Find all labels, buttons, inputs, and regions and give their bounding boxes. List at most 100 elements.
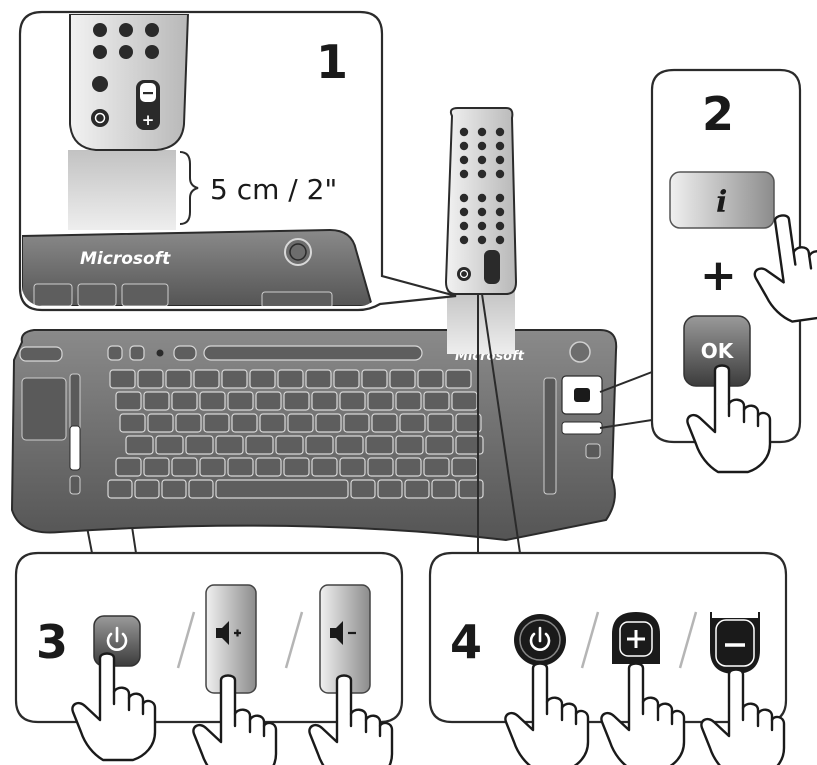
step-4-number: 4 <box>450 615 482 669</box>
keyboard-key <box>171 391 198 411</box>
keyboard-key <box>335 435 364 455</box>
keyboard-key <box>137 369 164 389</box>
remote-button-dot <box>495 193 505 203</box>
remote-button-dot <box>495 169 505 179</box>
step-1-panel: Microsoft + 5 cm / 2" 1 <box>18 10 457 312</box>
keyboard-key <box>125 435 154 455</box>
keyboard-key <box>395 457 422 477</box>
step-3-panel: 3 <box>14 551 404 765</box>
remote-button-dot <box>459 235 469 245</box>
step-1-keyboard-brand: Microsoft <box>80 249 171 269</box>
keyboard-key <box>259 413 286 433</box>
keyboard-key <box>404 479 430 499</box>
keyboard-key <box>231 413 258 433</box>
keyboard-key <box>395 391 422 411</box>
step-3-number: 3 <box>36 615 68 669</box>
remote-button-dot <box>495 127 505 137</box>
keyboard-key <box>255 391 282 411</box>
keyboard-key <box>221 369 248 389</box>
step-1-number: 1 <box>316 35 348 89</box>
keyboard-key <box>399 413 426 433</box>
keyboard-key <box>425 435 454 455</box>
keyboard-key <box>215 479 349 499</box>
keyboard-key <box>185 435 214 455</box>
keyboard-key <box>171 457 198 477</box>
keyboard-key <box>155 435 184 455</box>
remote-button-dot <box>459 141 469 151</box>
power-icon <box>529 626 551 651</box>
keyboard-key <box>361 369 388 389</box>
keyboard-key <box>245 435 274 455</box>
info-key-label: i <box>716 185 727 220</box>
step-2-number: 2 <box>702 87 734 141</box>
keyboard-key <box>161 479 187 499</box>
volume-down-icon <box>330 621 356 645</box>
keyboard-key <box>143 457 170 477</box>
keyboard-key <box>427 413 454 433</box>
keyboard-key <box>277 369 304 389</box>
keyboard-key <box>455 435 484 455</box>
power-icon <box>106 626 128 651</box>
keyboard-key <box>188 479 214 499</box>
remote-button-dot <box>477 193 487 203</box>
remote-button-dot <box>495 235 505 245</box>
keyboard-key <box>203 413 230 433</box>
keyboard-key <box>305 369 332 389</box>
remote-button-dot <box>477 235 487 245</box>
keyboard-key <box>395 435 424 455</box>
keyboard-key <box>339 391 366 411</box>
remote-button-dot <box>477 127 487 137</box>
ok-key-label: OK <box>701 339 735 363</box>
keyboard-key <box>227 457 254 477</box>
remote-button-dot <box>495 207 505 217</box>
keyboard-key <box>367 391 394 411</box>
step-4-panel: 4 <box>428 551 788 765</box>
remote-button-dot <box>477 141 487 151</box>
keyboard-key <box>215 435 244 455</box>
keyboard-key <box>249 369 276 389</box>
keyboard-key <box>199 457 226 477</box>
remote-button-dot <box>459 169 469 179</box>
keyboard-key <box>423 457 450 477</box>
remote-button-dot <box>495 141 505 151</box>
keyboard-key <box>339 457 366 477</box>
keyboard-key <box>275 435 304 455</box>
keyboard-key <box>377 479 403 499</box>
keyboard-key <box>455 413 482 433</box>
remote-minus-button <box>710 612 760 674</box>
keyboard-key <box>115 457 142 477</box>
keyboard-key <box>283 457 310 477</box>
keyboard-key <box>343 413 370 433</box>
remote-button-dot <box>477 221 487 231</box>
keyboard-key <box>255 457 282 477</box>
remote-ir-beam <box>447 288 515 354</box>
keyboard-key <box>227 391 254 411</box>
step-1-distance-label: 5 cm / 2" <box>210 173 337 206</box>
keyboard-key <box>423 391 450 411</box>
step-2-plus: + <box>700 250 737 301</box>
keyboard-body <box>10 329 618 542</box>
remote-button-dot <box>459 207 469 217</box>
keyboard-key <box>333 369 360 389</box>
plus-icon <box>627 630 645 648</box>
keyboard-key <box>417 369 444 389</box>
keyboard-key <box>445 369 472 389</box>
keyboard-key <box>165 369 192 389</box>
remote-button-dot <box>459 155 469 165</box>
keyboard-key <box>305 435 334 455</box>
keyboard-key <box>134 479 160 499</box>
keyboard-key <box>315 413 342 433</box>
keyboard-key <box>365 435 394 455</box>
keyboard-key <box>367 457 394 477</box>
keyboard-key <box>175 413 202 433</box>
remote-button-dot <box>495 221 505 231</box>
keyboard-key <box>451 457 478 477</box>
keyboard-key <box>115 391 142 411</box>
keyboard-key <box>283 391 310 411</box>
remote-button-dot <box>477 207 487 217</box>
keyboard-key <box>389 369 416 389</box>
keyboard-key <box>431 479 457 499</box>
key-grid <box>107 369 484 499</box>
remote-button-dot <box>459 221 469 231</box>
keyboard-key <box>147 413 174 433</box>
